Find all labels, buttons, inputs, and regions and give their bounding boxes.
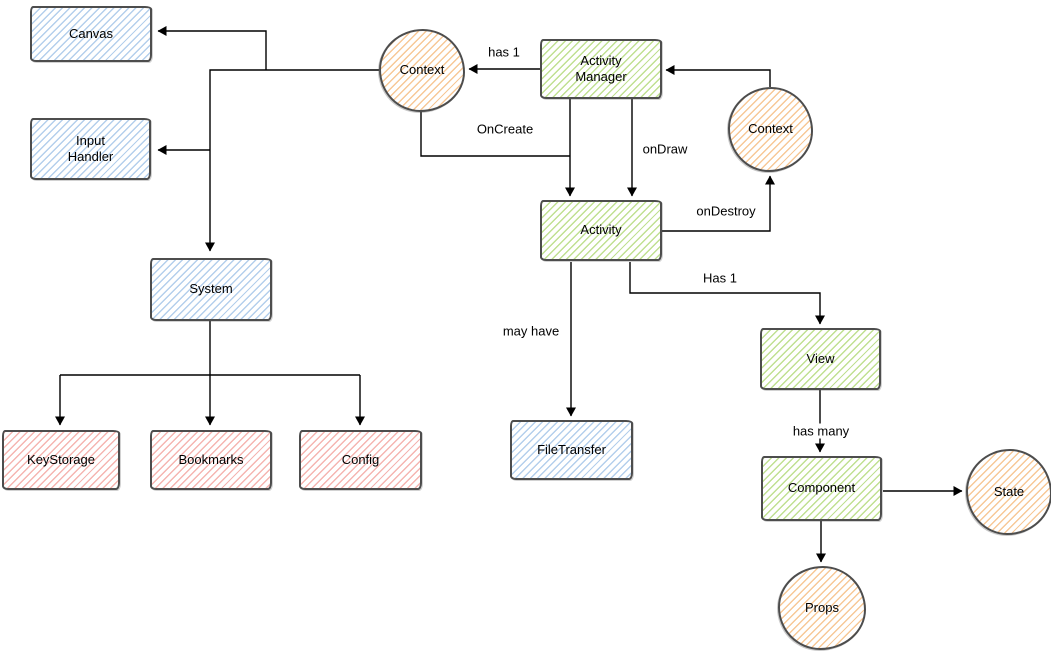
node-context-left: Context [379,29,465,112]
edge-label-oncreate: OnCreate [473,121,537,137]
node-component: Component [761,456,882,521]
node-input-handler: Input Handler [30,118,151,180]
edge-label-ondraw: onDraw [639,141,691,157]
node-file-transfer: FileTransfer [510,420,633,480]
edge-label-may-have: may have [499,323,563,339]
edge-label-has-1: has 1 [485,44,523,60]
node-config: Config [299,430,422,490]
edge-to-canvas [157,26,267,70]
node-props: Props [778,566,866,650]
edge-label-has-many: has many [789,423,853,439]
edge-label-has-1-view: Has 1 [700,270,740,286]
node-activity: Activity [540,200,662,261]
edge-context-tree-main [205,69,379,252]
edge-label-ondestroy: onDestroy [693,203,759,219]
node-state: State [966,449,1051,535]
edge-has1-view [629,262,825,325]
edge-ondestroy [662,175,775,232]
node-view: View [760,328,881,390]
node-key-storage: KeyStorage [2,430,120,490]
edge-contextr-to-am [665,65,771,87]
node-context-right: Context [728,87,813,172]
edge-oncreate [420,111,570,157]
node-bookmarks: Bookmarks [150,430,272,490]
node-activity-manager: Activity Manager [540,39,662,99]
node-system: System [150,258,272,321]
node-canvas: Canvas [30,6,152,62]
